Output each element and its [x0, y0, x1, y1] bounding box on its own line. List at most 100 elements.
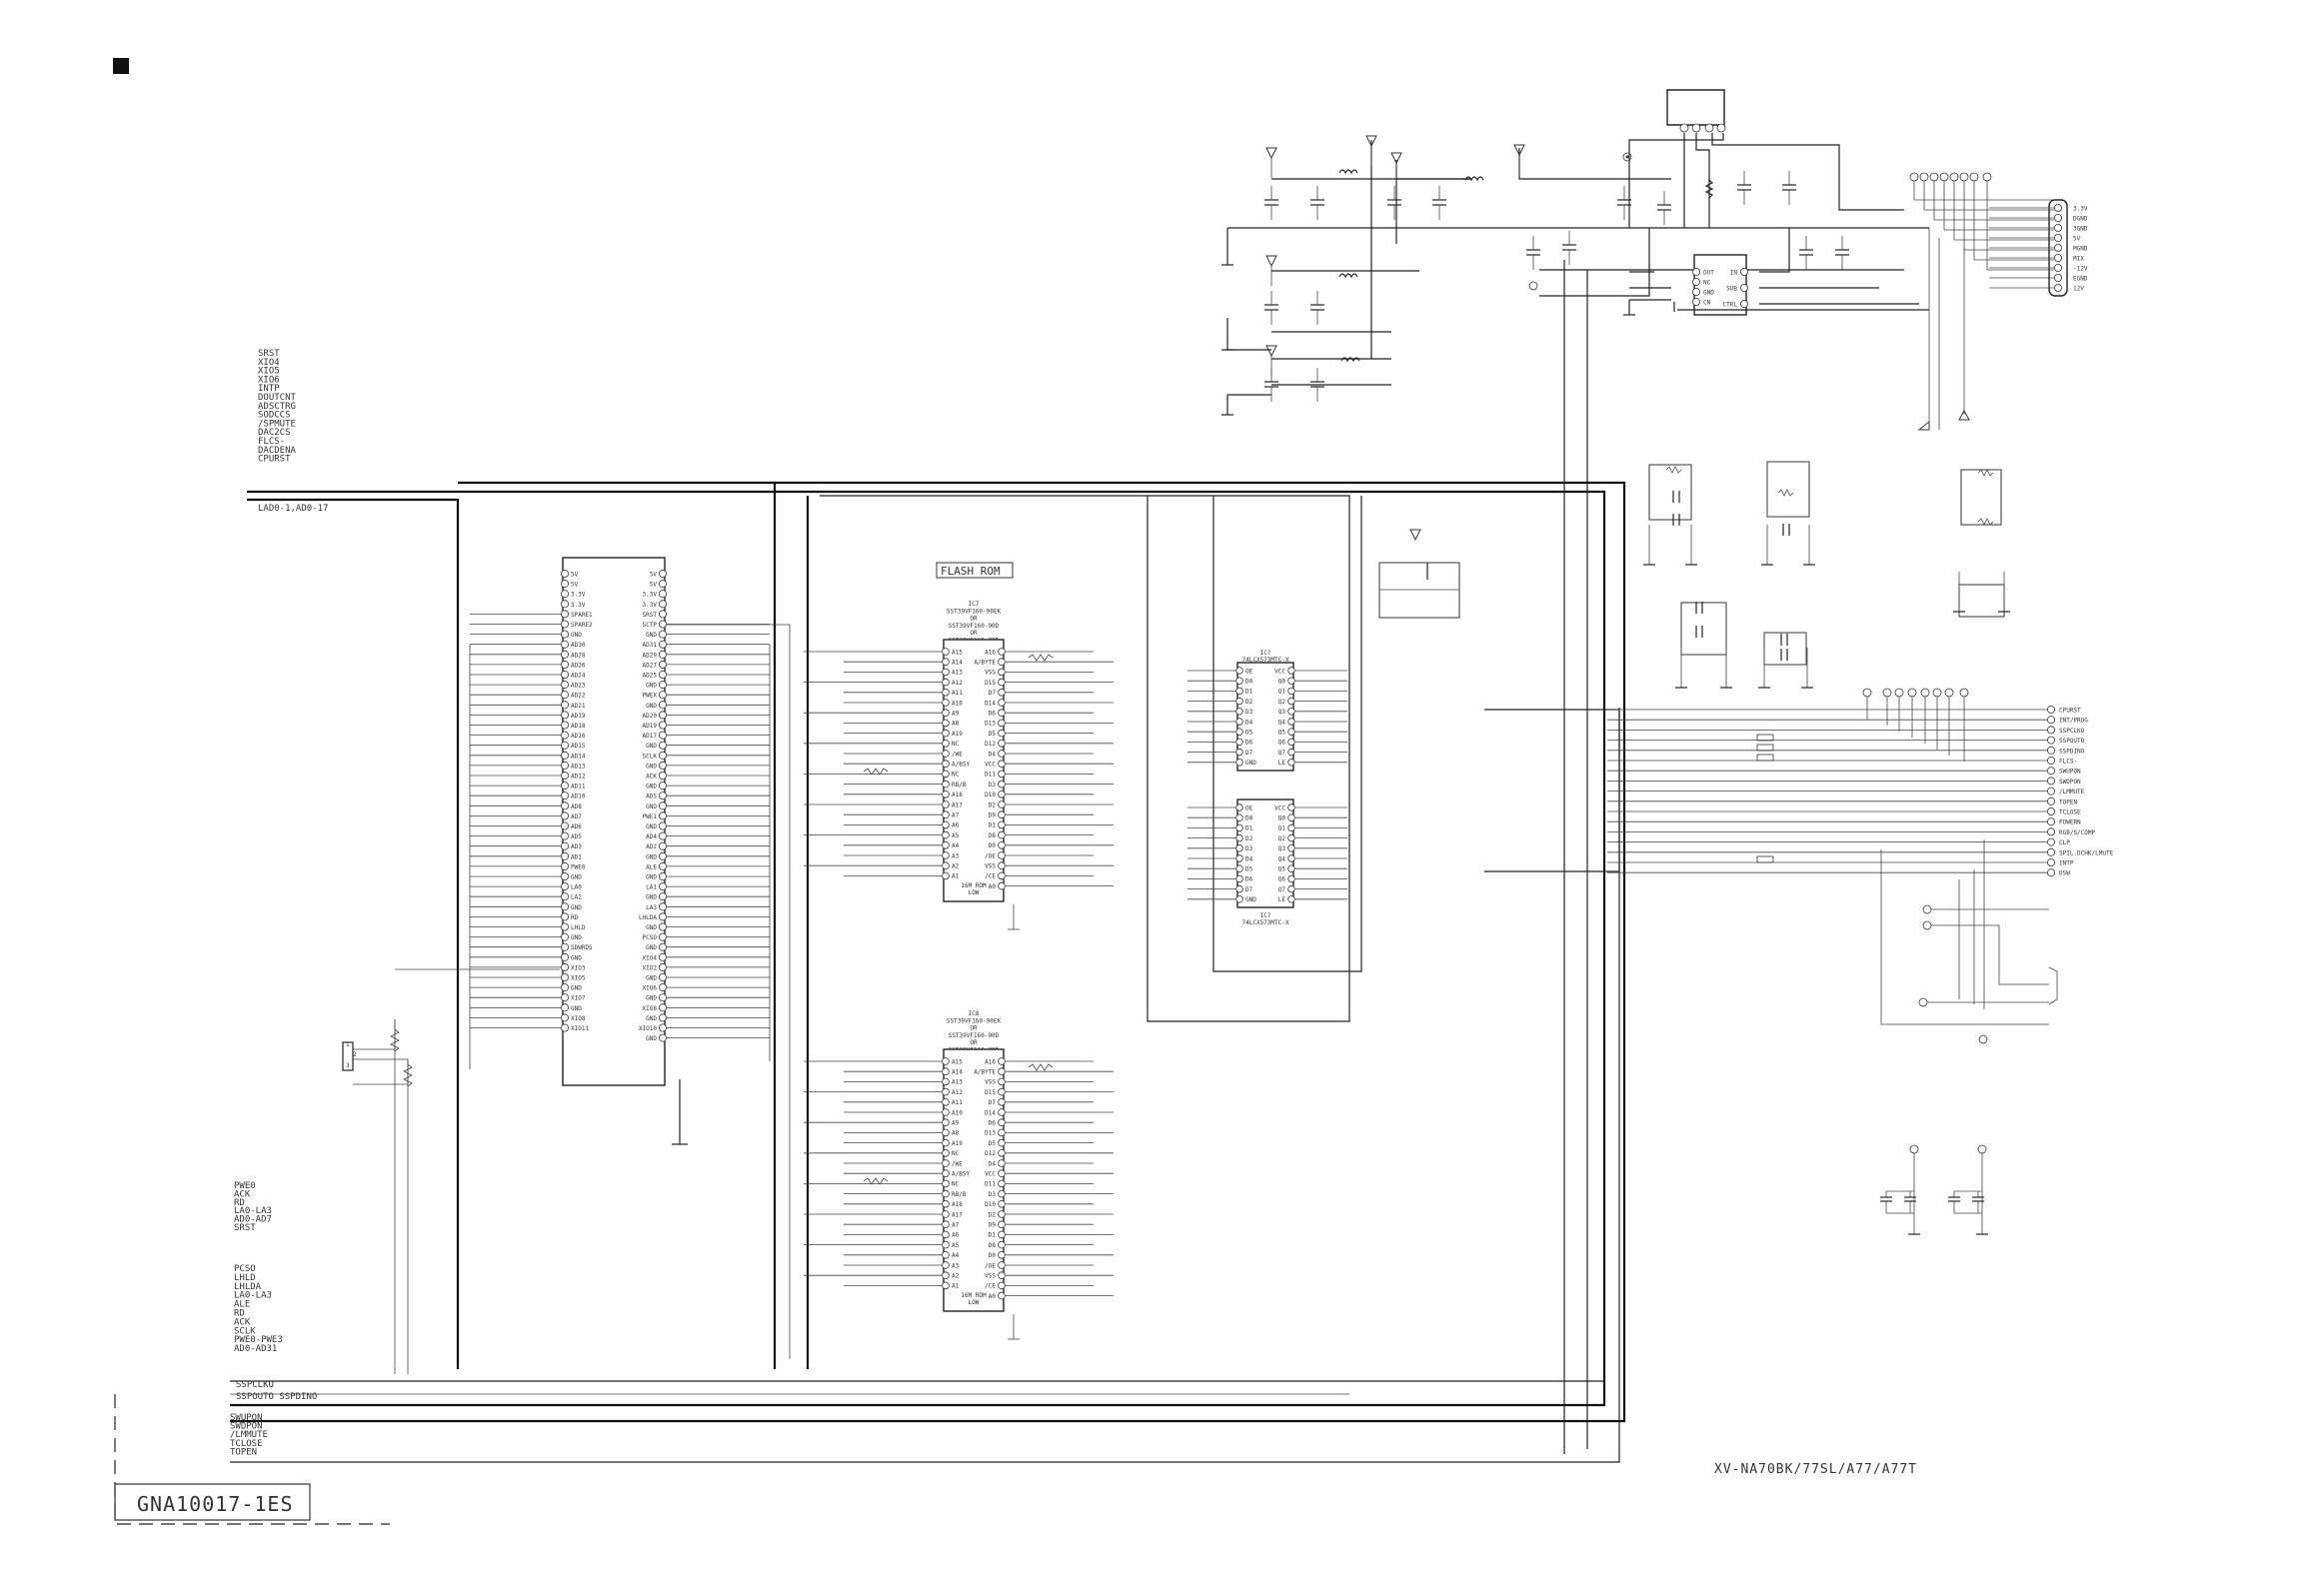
control-connector-pin-label: INT/PROG [2059, 718, 2088, 725]
flash-pin [942, 688, 950, 697]
ssp-label-2: SSPOUTO SSPDINO [236, 1392, 317, 1402]
connector-pin-label: AD29 [643, 652, 658, 659]
flash-pin-label: D15 [985, 1089, 996, 1096]
control-connector-pin [2046, 757, 2055, 766]
connector-pin [659, 600, 668, 609]
test-point [1909, 1144, 1919, 1154]
latch-pin [1235, 759, 1243, 767]
flash-pin-label: A11 [952, 1099, 963, 1106]
connector-pin [561, 882, 570, 891]
signal-label: DAC2CS [258, 428, 291, 438]
flash-pin [998, 678, 1006, 687]
flash-pin [942, 1087, 950, 1096]
flash-pin-label: D4 [989, 1160, 997, 1167]
latch-pin-label: Q4 [1278, 719, 1286, 726]
connector-pin-label: LA3 [646, 904, 657, 911]
connector-pin-label: AD17 [643, 733, 658, 740]
flash-pin [998, 810, 1006, 818]
connector-pin-label: 5V [571, 582, 579, 589]
latch-pin [1287, 833, 1295, 842]
signal-label: ACK [234, 1317, 251, 1327]
connector-pin-label: SPARE1 [571, 612, 593, 619]
flash-pin-label: /WE [952, 751, 963, 758]
flash-pin [998, 739, 1006, 748]
jack-pin-3: 3 [346, 1062, 350, 1069]
regulator-pin-label: GND [1703, 290, 1714, 297]
flash-pin-label: /OE [985, 1262, 996, 1269]
flash-pin-label: VSS [985, 1079, 996, 1086]
signal-label: AD0-AD31 [234, 1344, 277, 1354]
latch-pin [1287, 884, 1295, 893]
connector-pin-label: AD27 [643, 662, 658, 669]
flash-pin [998, 1189, 1006, 1198]
flash-pin [998, 820, 1006, 829]
flash-pin-label: A12 [952, 1089, 963, 1096]
small-module [1628, 89, 1904, 228]
signal-label: AD0-AD7 [234, 1215, 272, 1225]
flash-pin [998, 729, 1006, 738]
connector-pin-label: 5V [650, 582, 658, 589]
regulator-pin-label: NC [1703, 280, 1711, 287]
flash-pin-label: A10 [952, 1109, 963, 1116]
latch-pin-label: Q6 [1278, 740, 1286, 747]
control-connector-pin-label: SWDPON [2059, 779, 2081, 786]
flash-pin-label: D14 [985, 1109, 996, 1116]
connector-pin-label: LA1 [646, 884, 657, 891]
latch-pin [1235, 884, 1243, 893]
control-connector-pin-label: DSW [2059, 870, 2070, 877]
control-connector-pin [2046, 716, 2055, 725]
test-point [1862, 688, 1872, 698]
connector-pin [659, 671, 668, 680]
doc-code: GNA10017-1ES [137, 1492, 294, 1516]
latch-part-label: IC? [1260, 650, 1271, 657]
power-connector-pin [2053, 273, 2062, 282]
latch-pin-label: D4 [1245, 855, 1253, 862]
flash-part-label: OR [970, 1025, 978, 1032]
connector-pin [561, 973, 570, 982]
module-pin [1691, 123, 1701, 133]
connector-pin-label: GND [646, 803, 657, 810]
connector-pin-label: AD7 [571, 813, 582, 820]
audio-jack: 1 2 3 [342, 968, 560, 1374]
connector-pin [561, 620, 570, 629]
connector-pin [659, 711, 668, 720]
flash-pin-label: /CE [985, 873, 996, 880]
connector-pin [561, 902, 570, 911]
flash-pin-label: D11 [985, 772, 996, 779]
flash-pin-label: VSS [985, 863, 996, 870]
flash-pin [942, 780, 950, 789]
test-point [1882, 688, 1892, 698]
latch-pin-label: D5 [1245, 866, 1253, 873]
latch-pin-label: GND [1245, 760, 1256, 767]
flash-pin-label: A2 [952, 1273, 960, 1280]
power-connector-pin-label: 3.3V [2073, 206, 2088, 213]
signal-label: INTP [258, 384, 280, 394]
rc-networks [1378, 461, 2010, 689]
flash-pin [942, 840, 950, 849]
control-connector-pin [2046, 787, 2055, 796]
connector-pin [659, 932, 668, 941]
flash-pin-label: A3 [952, 1262, 960, 1269]
flash-pin [942, 1138, 950, 1147]
connector-pin-label: AD22 [571, 693, 586, 700]
flash-pin-label: D12 [985, 1150, 996, 1157]
latch-pin-label: D6 [1245, 740, 1253, 747]
latch-pin [1287, 708, 1295, 716]
jack-pin-2: 2 [353, 1051, 357, 1058]
latch-pin [1235, 708, 1243, 716]
regulator-pin [1740, 267, 1749, 276]
flash-pin [998, 1210, 1006, 1218]
power-connector-pin-label: EGND [2073, 276, 2088, 283]
flash-pin-label: A1 [952, 1283, 960, 1290]
flash-pin-label: D6 [989, 1120, 997, 1127]
connector-pin [561, 811, 570, 820]
flash-pin [942, 1077, 950, 1086]
control-connector-pin [2046, 796, 2055, 805]
connector-pin-label: 5V [650, 572, 658, 579]
flash-pin-label: A8 [952, 1130, 960, 1137]
signal-label: SCLK [234, 1326, 256, 1336]
latch-pin [1287, 874, 1295, 883]
signal-label: /SPMUTE [258, 419, 296, 429]
signal-label: SWDPON [230, 1422, 263, 1432]
